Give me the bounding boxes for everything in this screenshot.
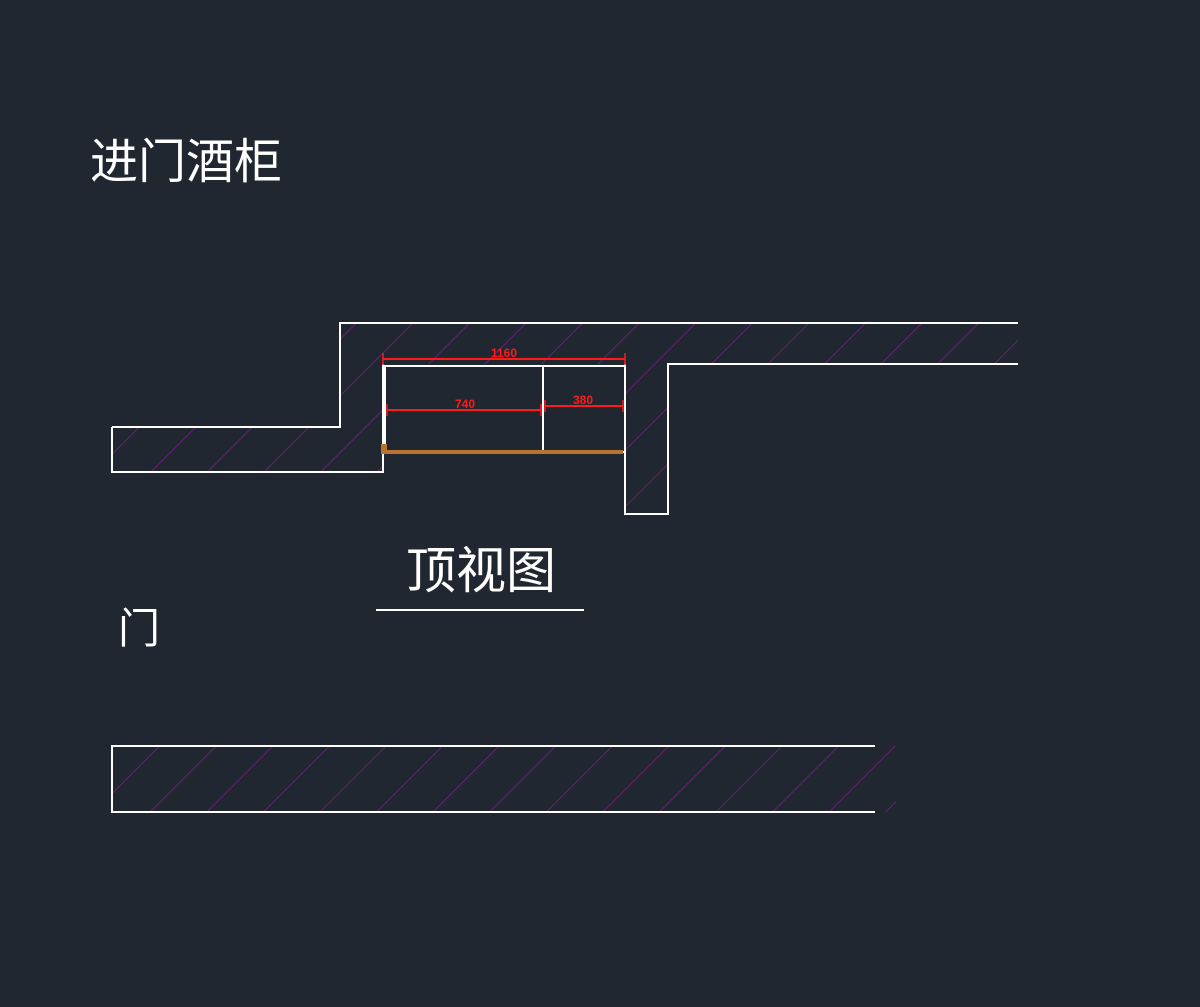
upper-wall-hatch: [112, 323, 1018, 514]
lower-wall-outline: [111, 745, 875, 813]
dimension-left-text: 740: [455, 397, 475, 411]
cabinet-corner-mark: [381, 444, 387, 454]
lower-wall: [111, 745, 896, 813]
door-label: 门: [118, 604, 161, 653]
lower-wall-hatch: [112, 746, 896, 812]
dimension-overall-text: 1160: [491, 346, 517, 360]
dimension-left-section: 740: [386, 397, 542, 416]
upper-wall-outline: [111, 322, 1018, 515]
dimension-overall: 1160: [382, 346, 626, 365]
upper-wall: [111, 322, 1018, 515]
dimensions: 1160 740 380: [382, 346, 626, 416]
drawing-title: 进门酒柜: [90, 134, 283, 190]
dimension-right-text: 380: [573, 393, 593, 407]
view-label: 顶视图: [406, 542, 556, 600]
dimension-right-section: 380: [544, 393, 624, 412]
